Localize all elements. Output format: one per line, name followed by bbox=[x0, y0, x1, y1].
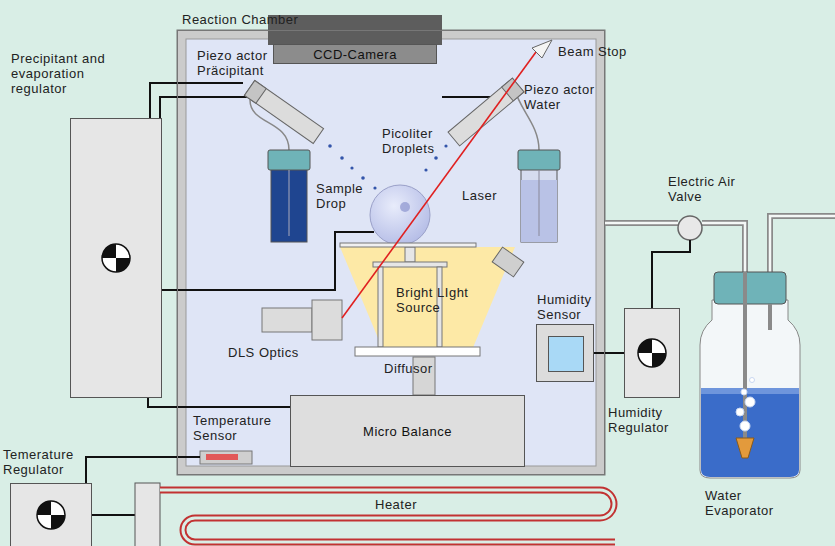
box-heading: Humidity Sensor bbox=[537, 292, 617, 322]
box-label: Micro Balance bbox=[363, 424, 452, 439]
part-label: Sample Drop bbox=[316, 181, 374, 211]
part-label: Piezo actor Water bbox=[524, 82, 604, 112]
part-label: Heater bbox=[372, 497, 420, 512]
part-label: Bright LIght Source bbox=[396, 285, 481, 315]
part-label: Electric Air Valve bbox=[668, 174, 748, 204]
box-label: CCD-Camera bbox=[313, 47, 397, 62]
control-symbol bbox=[636, 337, 668, 369]
part-label: Picoliter Droplets bbox=[382, 126, 462, 156]
sensor-window bbox=[548, 336, 584, 372]
control-symbol bbox=[100, 242, 132, 274]
part-label: Laser bbox=[462, 188, 497, 203]
part-label: DLS Optics bbox=[228, 345, 299, 360]
part-label: Diffusor bbox=[384, 361, 433, 376]
regulator-box: Temerature Regulator bbox=[10, 483, 92, 546]
signal-wire bbox=[148, 398, 290, 407]
regulator-box: Humidity Regulator bbox=[624, 308, 680, 398]
control-symbol bbox=[35, 499, 67, 531]
part-label: Temperature Sensor bbox=[193, 413, 288, 443]
regulator-box: Precipitant and evaporation regulator bbox=[70, 118, 162, 398]
box-heading: Precipitant and evaporation regulator bbox=[11, 51, 126, 96]
box-heading: Reaction Chamber bbox=[182, 12, 298, 27]
box-heading: Temerature Regulator bbox=[3, 447, 103, 477]
signal-wire bbox=[594, 352, 624, 354]
part-label: Piezo actor Präcipitant bbox=[197, 48, 297, 78]
sensor-box: Humidity Sensor bbox=[536, 324, 594, 382]
box-heading: Humidity Regulator bbox=[608, 405, 698, 435]
camera-box: CCD-Camera bbox=[273, 44, 437, 64]
part-label: Water Evaporator bbox=[705, 488, 805, 518]
balance-box: Micro Balance bbox=[290, 395, 525, 467]
part-label: Beam Stop bbox=[558, 44, 627, 59]
